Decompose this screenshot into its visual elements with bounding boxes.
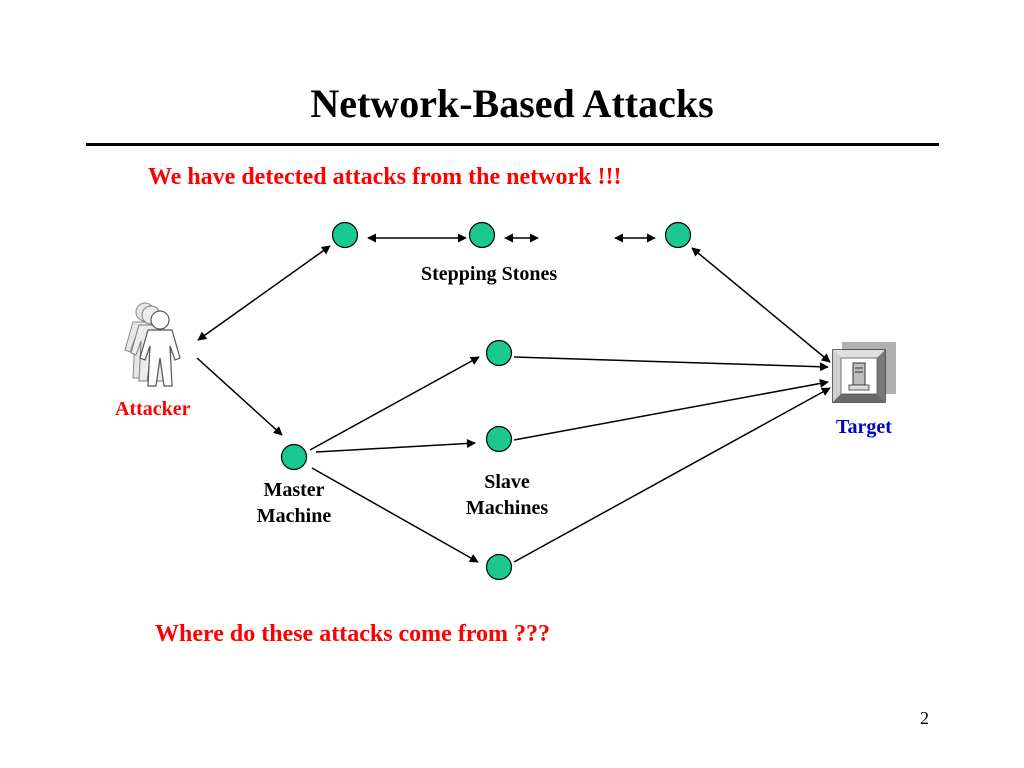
- page-number: 2: [920, 708, 929, 728]
- stepping-stone-node-3: [664, 221, 692, 249]
- edge-master-slave3: [311, 467, 479, 563]
- detection-statement: We have detected attacks from the networ…: [148, 164, 622, 190]
- slave-machines-label-line2: Machines: [465, 497, 549, 519]
- master-machine-label-line1: Master: [263, 479, 325, 501]
- attacker-label: Attacker: [115, 398, 191, 420]
- slave-machine-node-2: [485, 425, 513, 453]
- slave-machine-node-1: [485, 339, 513, 367]
- title-underline: [86, 143, 939, 146]
- edge-slave3-target: [513, 387, 831, 563]
- stepping-stone-node-1: [331, 221, 359, 249]
- master-machine-label: Master Machine: [244, 477, 344, 529]
- edge-slave2-target: [513, 379, 829, 441]
- edge-attacker-stone1: [197, 245, 331, 341]
- stepping-stones-label: Stepping Stones: [421, 263, 558, 285]
- edge-master-slave2: [315, 438, 476, 453]
- slide-title: Network-Based Attacks: [310, 81, 714, 126]
- edge-stone3-target: [691, 247, 831, 363]
- slave-machine-node-3: [485, 553, 513, 581]
- target-label: Target: [836, 416, 892, 438]
- edge-slave1-target: [513, 356, 829, 372]
- master-machine-node: [280, 443, 308, 471]
- slave-machines-label-line1: Slave: [484, 471, 530, 493]
- origin-question: Where do these attacks come from ???: [155, 621, 551, 647]
- master-machine-label-line2: Machine: [256, 505, 332, 527]
- person-figures-icon: [124, 302, 181, 387]
- stepping-stone-node-2: [468, 221, 496, 249]
- server-computer-icon: [832, 342, 896, 403]
- edge-attacker-master: [196, 357, 283, 436]
- edge-master-slave1: [309, 356, 480, 451]
- slave-machines-label: Slave Machines: [452, 469, 562, 521]
